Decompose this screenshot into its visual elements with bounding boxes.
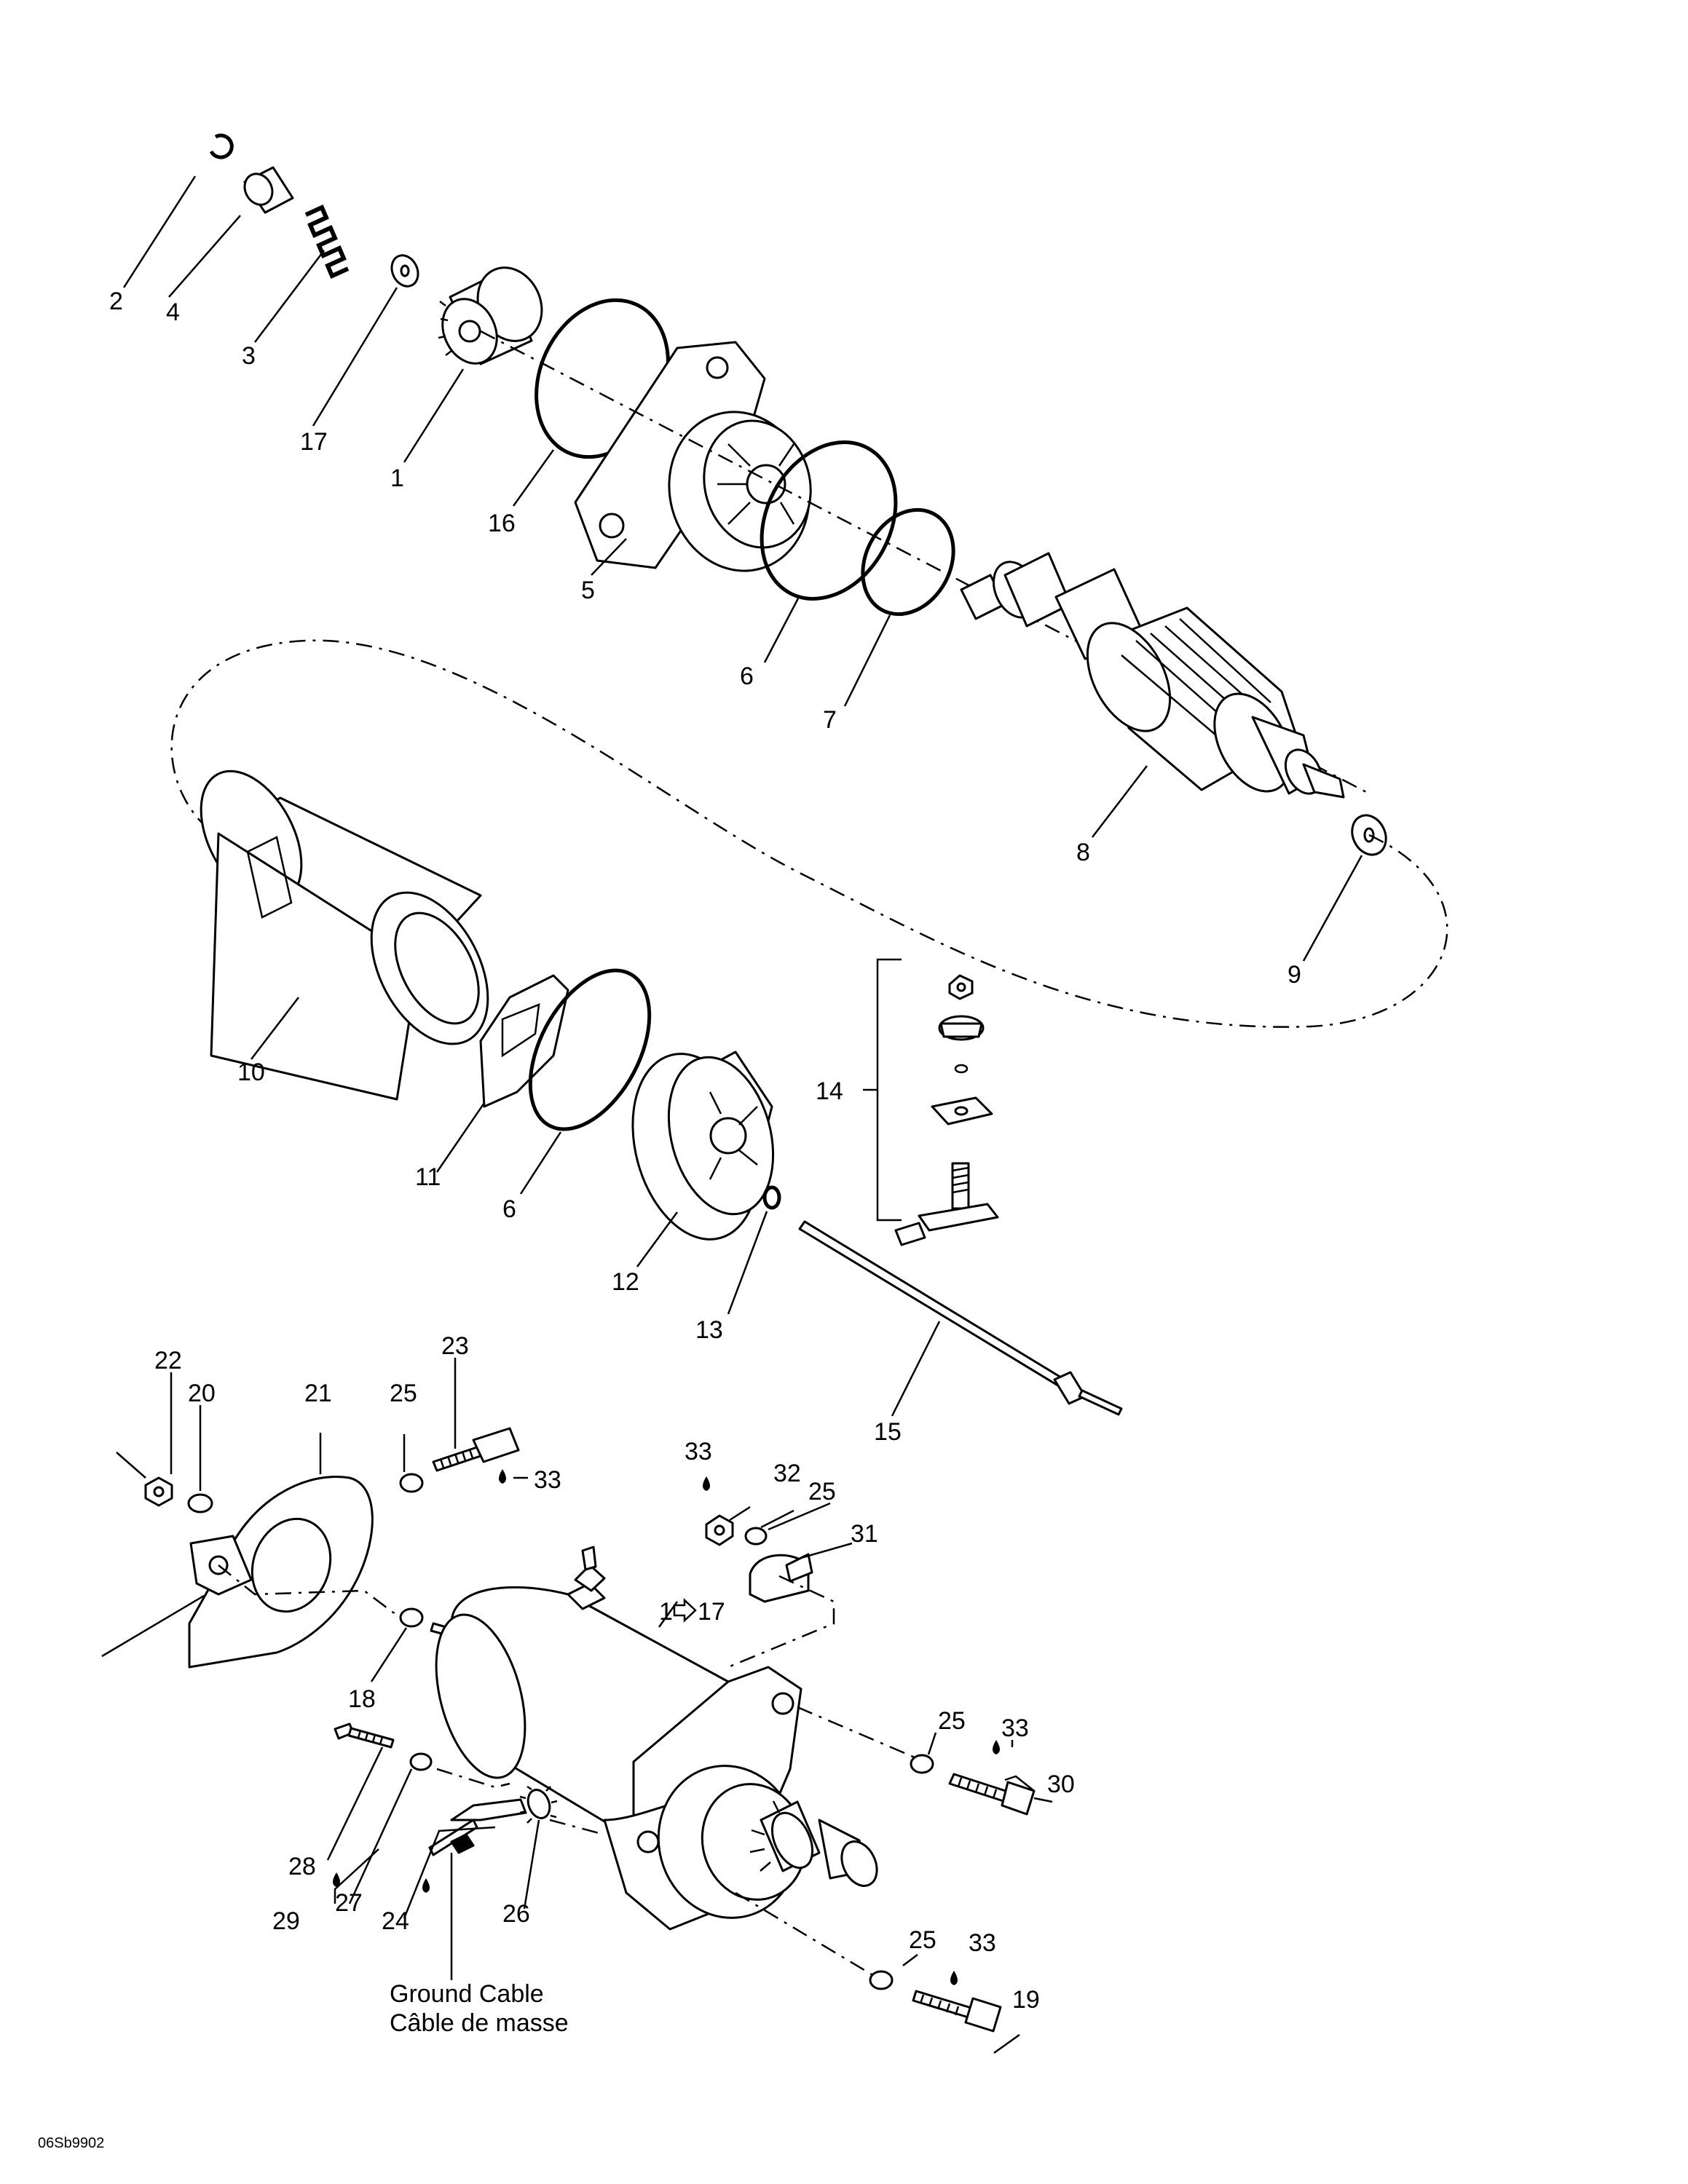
svg-text:17: 17 bbox=[698, 1598, 725, 1626]
terminal-insulator-part-14 bbox=[931, 1096, 993, 1125]
circlip-part-2 bbox=[209, 133, 234, 159]
nut-part-32 bbox=[705, 1514, 734, 1546]
washer-part-25-c bbox=[910, 1754, 934, 1774]
label-15: 15 bbox=[874, 1418, 902, 1446]
pinion-drive-part-1 bbox=[438, 266, 543, 365]
label-33-a: 33 bbox=[534, 1466, 561, 1494]
washer-part-17 bbox=[390, 254, 419, 288]
cable-lug-part-24 bbox=[428, 1798, 527, 1856]
label-10: 10 bbox=[237, 1059, 265, 1086]
label-25-a: 25 bbox=[390, 1380, 417, 1407]
label-19: 19 bbox=[1012, 1986, 1040, 2014]
through-bolt-part-15 bbox=[798, 1220, 1123, 1416]
label-3: 3 bbox=[242, 342, 256, 370]
assembly-loop-outline bbox=[170, 639, 1448, 1028]
label-16: 16 bbox=[488, 510, 516, 537]
label-33-c: 33 bbox=[1001, 1714, 1029, 1742]
label-11: 11 bbox=[415, 1163, 441, 1191]
drive-housing-part-5 bbox=[574, 341, 812, 572]
bushing-part-4 bbox=[243, 166, 294, 214]
o-ring-part-13 bbox=[762, 1185, 781, 1210]
end-cover-part-12 bbox=[631, 1051, 775, 1241]
clamp-part-31 bbox=[749, 1553, 813, 1603]
washer-part-27 bbox=[409, 1752, 433, 1771]
leader-lines bbox=[122, 175, 1363, 2054]
star-washer-part-26 bbox=[519, 1785, 558, 1824]
label-4: 4 bbox=[166, 298, 180, 326]
washer-part-25-d bbox=[869, 1970, 894, 1990]
label-14: 14 bbox=[816, 1077, 843, 1105]
washer-part-18 bbox=[399, 1607, 424, 1628]
ring-part-7 bbox=[861, 507, 955, 617]
label-17: 17 bbox=[300, 428, 328, 456]
label-1: 1 bbox=[390, 464, 404, 492]
label-28: 28 bbox=[288, 1853, 316, 1880]
drawing-code: 06Sb9902 bbox=[38, 2135, 104, 2151]
label-6-lower: 6 bbox=[502, 1195, 516, 1223]
mounting-bracket-part-21 bbox=[188, 1476, 374, 1669]
label-9: 9 bbox=[1287, 961, 1301, 989]
ground-cable-label-en: Ground Cable bbox=[390, 1980, 544, 2008]
label-29: 29 bbox=[272, 1907, 300, 1935]
washer-part-25-b bbox=[744, 1527, 768, 1546]
label-2: 2 bbox=[109, 288, 123, 315]
label-7: 7 bbox=[823, 706, 837, 734]
label-32: 32 bbox=[773, 1460, 801, 1487]
label-30: 30 bbox=[1047, 1770, 1075, 1798]
label-13: 13 bbox=[695, 1316, 723, 1344]
armature-part-8 bbox=[960, 552, 1345, 799]
label-26: 26 bbox=[502, 1900, 530, 1928]
label-24: 24 bbox=[382, 1907, 409, 1935]
terminal-washer-part-14 bbox=[938, 1015, 985, 1041]
spring-part-3 bbox=[304, 205, 350, 279]
kit-bracket-part-14 bbox=[876, 958, 902, 1222]
screw-part-30 bbox=[948, 1773, 1036, 1816]
svg-text:1: 1 bbox=[659, 1598, 673, 1626]
screw-part-23 bbox=[432, 1427, 520, 1472]
terminal-ring-part-14 bbox=[954, 1064, 969, 1074]
frame-yoke-part-10 bbox=[200, 769, 489, 1101]
label-22: 22 bbox=[154, 1347, 182, 1374]
nut-part-22 bbox=[144, 1476, 173, 1507]
label-33-b: 33 bbox=[685, 1438, 712, 1465]
screw-part-19 bbox=[912, 1990, 1002, 2033]
label-12: 12 bbox=[612, 1268, 639, 1296]
label-6-upper: 6 bbox=[740, 662, 754, 690]
label-25-c: 25 bbox=[938, 1707, 966, 1735]
label-20: 20 bbox=[188, 1380, 216, 1407]
label-25-d: 25 bbox=[909, 1926, 936, 1954]
label-27: 27 bbox=[335, 1889, 363, 1917]
terminal-nut-part-14 bbox=[948, 974, 974, 1000]
label-21: 21 bbox=[304, 1380, 332, 1407]
label-31: 31 bbox=[851, 1520, 878, 1548]
terminal-bolt-part-14 bbox=[894, 1162, 999, 1246]
starter-motor-assembly bbox=[435, 1546, 878, 1931]
label-25-b: 25 bbox=[808, 1478, 836, 1506]
screw-part-28 bbox=[334, 1722, 395, 1749]
label-8: 8 bbox=[1076, 839, 1090, 866]
ground-cable-label-fr: Câble de masse bbox=[390, 2009, 569, 2037]
o-ring-part-6-upper bbox=[760, 440, 898, 601]
o-ring-part-6-lower bbox=[528, 968, 652, 1131]
range-label-1-17: 1 17 bbox=[659, 1598, 725, 1626]
washer-part-25-a bbox=[399, 1473, 424, 1493]
washer-part-20 bbox=[187, 1493, 213, 1514]
label-18: 18 bbox=[348, 1685, 376, 1713]
label-33-d: 33 bbox=[969, 1929, 996, 1957]
label-5: 5 bbox=[581, 577, 595, 604]
brush-holder-part-11 bbox=[479, 974, 569, 1108]
label-23: 23 bbox=[441, 1332, 469, 1360]
